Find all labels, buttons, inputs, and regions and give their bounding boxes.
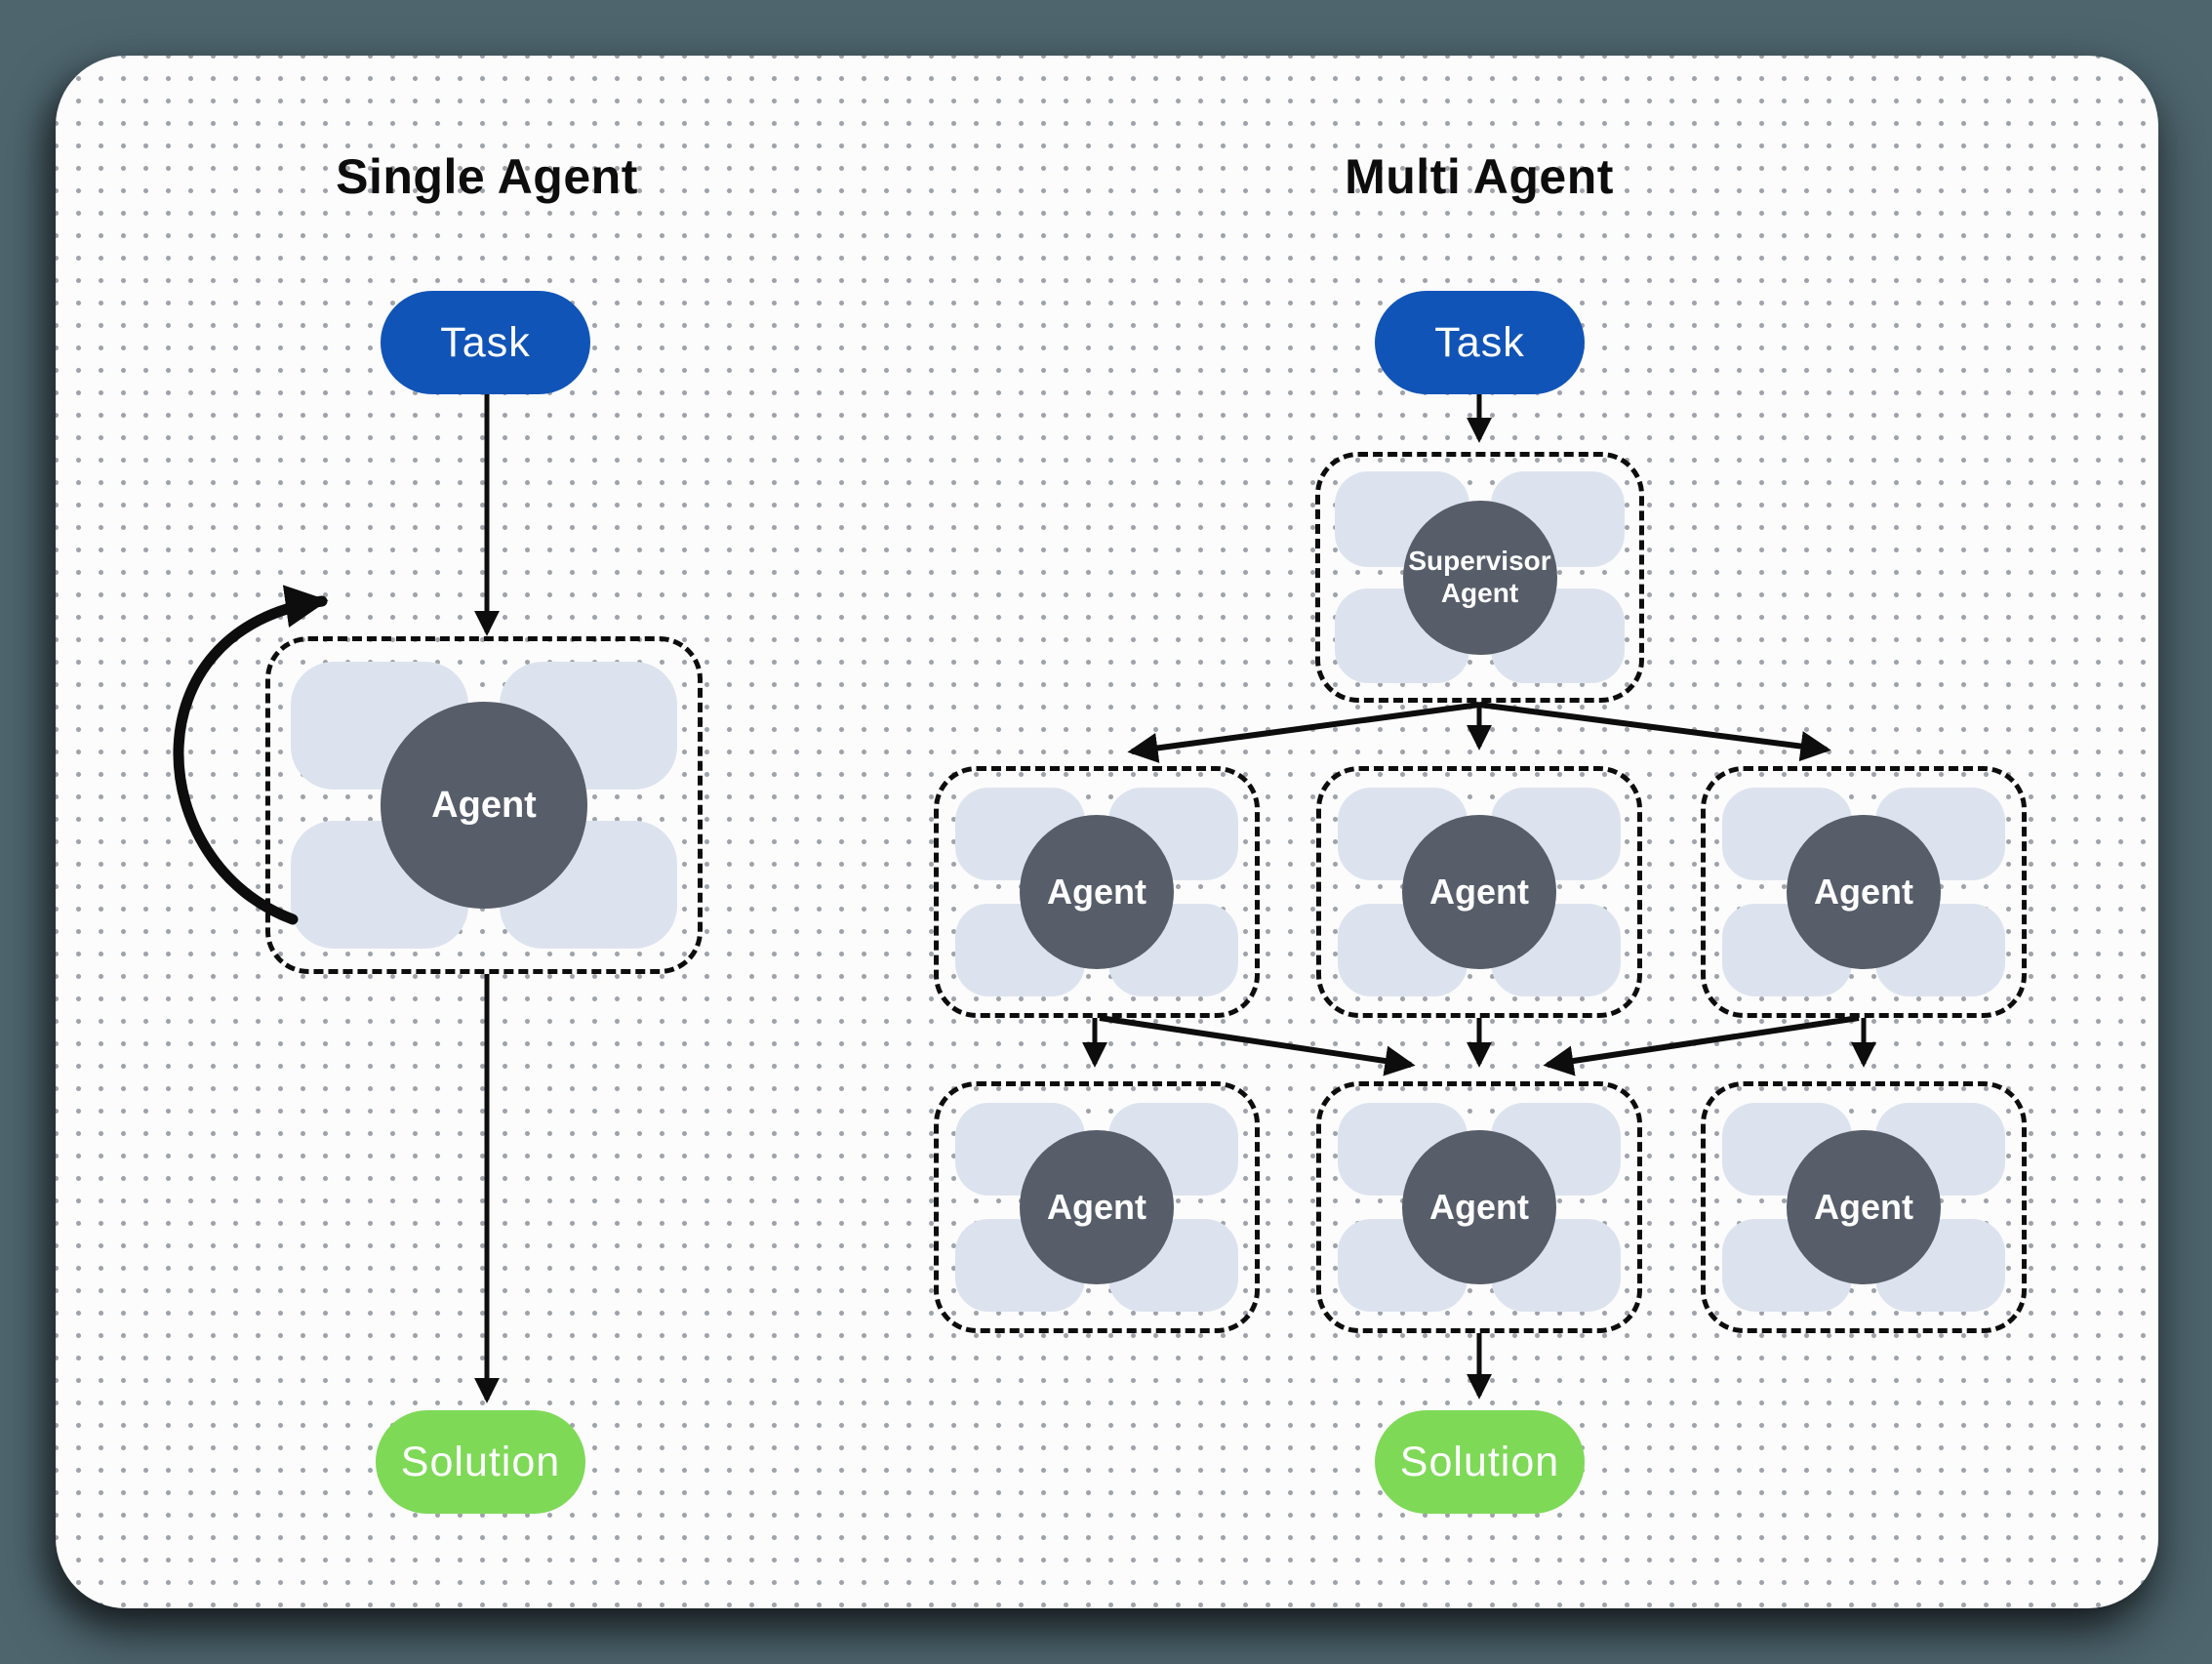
agent-box-row2-middle: Agent (1316, 1081, 1642, 1333)
agent-box-row1-right: Agent (1701, 766, 2027, 1018)
agent-label: Agent (431, 784, 537, 826)
multi-agent-title: Multi Agent (1345, 149, 1614, 204)
agent-label: Agent (1429, 1187, 1529, 1227)
agent-circle: Agent (1402, 1130, 1556, 1284)
single-agent-title: Single Agent (336, 149, 638, 204)
task-pill-multi: Task (1375, 291, 1585, 394)
supervisor-label-line2: Agent (1440, 577, 1519, 608)
agent-box-row2-right: Agent (1701, 1081, 2027, 1333)
agent-circle: Agent (1020, 1130, 1174, 1284)
whiteboard-card: Single Agent Multi Agent Task Agent Solu… (56, 56, 2158, 1608)
single-agent-box: Agent (265, 636, 703, 974)
supervisor-agent-box: Supervisor Agent (1315, 452, 1644, 703)
agent-circle-single: Agent (381, 702, 587, 909)
agent-label: Agent (1047, 1187, 1146, 1227)
agent-box-row1-left: Agent (934, 766, 1260, 1018)
task-pill-single: Task (381, 291, 590, 394)
solution-pill-multi: Solution (1375, 1410, 1585, 1514)
agent-circle: Agent (1402, 815, 1556, 969)
agent-label: Agent (1814, 872, 1913, 912)
supervisor-agent-circle: Supervisor Agent (1402, 500, 1557, 655)
solution-pill-single: Solution (376, 1410, 585, 1514)
agent-box-row1-middle: Agent (1316, 766, 1642, 1018)
agent-label: Agent (1814, 1187, 1913, 1227)
agent-circle: Agent (1787, 1130, 1941, 1284)
agent-box-row2-left: Agent (934, 1081, 1260, 1333)
agent-label: Agent (1429, 872, 1529, 912)
supervisor-label-line1: Supervisor (1408, 546, 1551, 577)
agent-circle: Agent (1787, 815, 1941, 969)
agent-label: Agent (1047, 872, 1146, 912)
agent-circle: Agent (1020, 815, 1174, 969)
